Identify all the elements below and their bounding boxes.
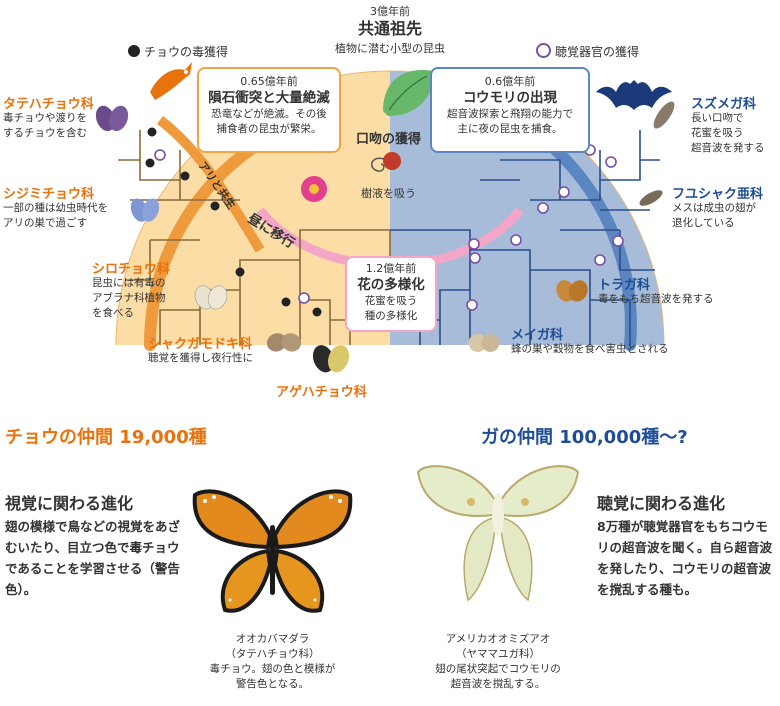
visual-evolution-title: 視覚に関わる進化 xyxy=(5,494,134,513)
family-pieridae-desc: 昆虫には有毒の アブラナ科植物 を食べる xyxy=(92,277,166,319)
family-hedylidae-desc: 聴覚を獲得し夜行性に xyxy=(148,352,253,364)
pierid-icon xyxy=(194,285,228,310)
leaf-icon xyxy=(383,70,434,116)
skull-icon xyxy=(128,45,140,57)
ancestor-date: 3億年前 xyxy=(370,5,410,18)
family-lycaenidae: シジミチョウ科 xyxy=(3,187,95,202)
bat-icon xyxy=(596,80,672,110)
family-arctiidae: トラガ科 xyxy=(598,278,651,293)
papilionid-icon xyxy=(312,345,350,373)
family-pyralidae: メイガ科 xyxy=(511,328,564,343)
hearing-markers xyxy=(154,144,624,311)
mouth-label: 口吻の獲得 xyxy=(356,132,422,147)
sap-label: 樹液を吸う xyxy=(361,187,416,200)
flower-callout: 1.2億年前 花の多様化 花蜜を吸う 種の多様化 xyxy=(345,256,437,332)
family-ennominae-desc: メスは成虫の翅が 退化している xyxy=(672,202,756,229)
hearing-evolution-body: 8万種が聴覚器官をもちコウモリの超音波を聞く。自ら超音波を発したり、コウモリの超… xyxy=(597,519,773,597)
family-sphingidae-desc: 長い口吻で 花蜜を吸う 超音波を発する xyxy=(691,112,765,154)
family-pieridae: シロチョウ科 xyxy=(92,262,171,277)
poison-band xyxy=(143,137,266,351)
monarch-caption: オオカバマダラ （タテハチョウ科） 毒チョウ。翅の色と模様が 警告色となる。 xyxy=(209,633,336,690)
hearing-legend: 聴覚器官の獲得 xyxy=(536,43,639,60)
arctiid-icon xyxy=(556,280,588,302)
nymphalid-icon xyxy=(95,105,129,131)
luna-moth-image xyxy=(416,465,580,602)
hearing-evolution-title: 聴覚に関わる進化 xyxy=(597,494,726,513)
bat-callout: 0.6億年前 コウモリの出現 超音波探索と飛翔の能力で 主に夜の昆虫を捕食。 xyxy=(430,67,590,153)
flower-icon xyxy=(301,176,327,202)
butterfly-section-title: チョウの仲間 19,000種 xyxy=(5,427,207,448)
family-nymphalidae: タテハチョウ科 xyxy=(3,97,94,112)
ancestor-title: 共通祖先 xyxy=(357,19,422,38)
family-arctiidae-desc: 毒をもち超音波を発する xyxy=(598,293,714,305)
bird-icon xyxy=(150,62,192,100)
lycaenid-icon xyxy=(130,198,160,222)
luna-caption: アメリカオオミズアオ （ヤママユガ科） 翅の尾状突起でコウモリの 超音波を撹乱す… xyxy=(435,633,561,690)
ancestor-subtitle: 植物に潜む小型の昆虫 xyxy=(335,42,445,55)
poison-legend: チョウの毒獲得 xyxy=(128,43,228,60)
hedylid-icon xyxy=(266,333,302,352)
family-papilionidae: アゲハチョウ科 xyxy=(276,385,367,400)
sound-wave-icon xyxy=(536,43,551,58)
moth-section-title: ガの仲間 100,000種〜? xyxy=(481,427,688,448)
proboscis-icon xyxy=(371,152,401,172)
family-hedylidae: シャクガモドキ科 xyxy=(148,337,253,352)
ennomine-icon xyxy=(639,190,663,206)
meteor-callout: 0.65億年前 隕石衝突と大量絶滅 恐竜などが絶滅。その後 捕食者の昆虫が繁栄。 xyxy=(197,67,341,153)
family-pyralidae-desc: 蜂の巣や穀物を食べ害虫とされる xyxy=(511,343,669,355)
visual-evolution-body: 翅の模様で鳥などの視覚をあざむいたり、目立つ色で毒チョウであることを学習させる（… xyxy=(5,519,181,597)
family-ennominae: フユシャク亜科 xyxy=(672,187,764,202)
pyralid-icon xyxy=(468,333,500,352)
family-sphingidae: スズメガ科 xyxy=(691,97,757,112)
sphingid-icon xyxy=(653,101,675,129)
family-nymphalidae-desc: 毒チョウや渡りを するチョウを含む xyxy=(3,112,87,139)
poison-markers xyxy=(145,127,322,317)
insect-icons xyxy=(95,101,675,373)
monarch-butterfly-image xyxy=(192,489,353,613)
family-lycaenidae-desc: 一部の種は幼虫時代を アリの巣で過ごす xyxy=(3,202,108,229)
